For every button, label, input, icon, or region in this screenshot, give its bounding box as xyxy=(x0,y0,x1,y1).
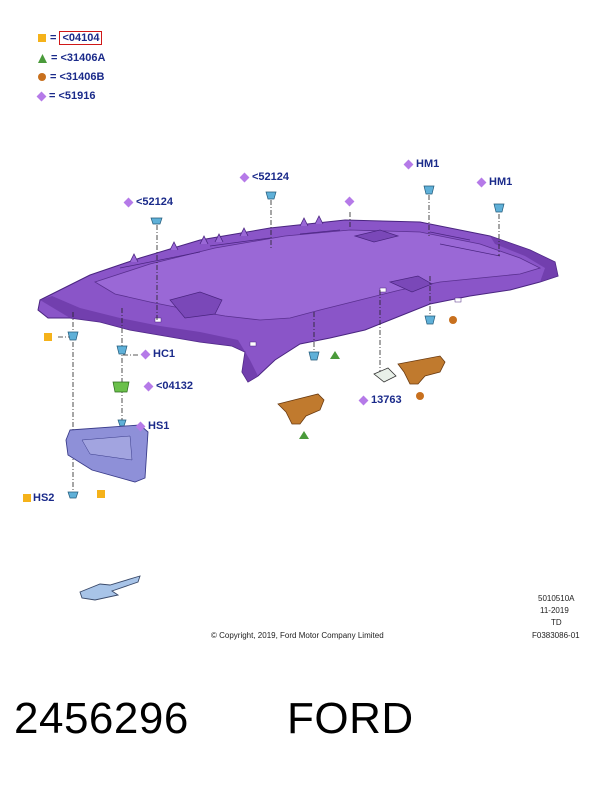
callout-hs1[interactable]: HS1 xyxy=(135,419,170,433)
brand-name: FORD xyxy=(287,694,414,743)
legend-row-diamond: = <51916 xyxy=(36,89,96,103)
legend-equals: = xyxy=(50,32,57,44)
legend-code-51916[interactable]: <51916 xyxy=(58,90,96,102)
diamond-marker-icon xyxy=(135,421,146,431)
callout-52124-top[interactable]: <52124 xyxy=(239,170,290,184)
grab-handle-left[interactable] xyxy=(277,393,325,425)
illustration-td: TD xyxy=(551,618,562,627)
square-symbol-icon xyxy=(38,34,46,42)
legend-equals: = xyxy=(51,52,58,64)
callout-label: <52124 xyxy=(136,196,174,208)
diamond-marker-icon xyxy=(123,197,134,207)
legend-code-04104[interactable]: <04104 xyxy=(59,31,103,45)
legend-equals: = xyxy=(50,71,57,83)
grab-handle-right[interactable] xyxy=(397,355,446,385)
bracket-13763[interactable] xyxy=(373,367,397,383)
callout-label: <04132 xyxy=(156,380,194,392)
legend-row-square: = <04104 xyxy=(38,31,103,45)
callout-13763[interactable]: 13763 xyxy=(358,393,402,407)
callout-hs2[interactable]: HS2 xyxy=(23,491,54,505)
callout-label: HS2 xyxy=(33,492,55,504)
diamond-marker-icon xyxy=(140,349,151,359)
callout-label: 13763 xyxy=(371,394,402,406)
diamond-marker-icon xyxy=(143,381,154,391)
leader-lines xyxy=(56,195,500,495)
callout-label: <52124 xyxy=(252,171,290,183)
illustration-code: 5010510A xyxy=(538,594,575,603)
legend-code-31406b[interactable]: <31406B xyxy=(59,71,105,83)
part-number: 2456296 xyxy=(14,694,189,743)
callout-label: HS1 xyxy=(148,420,170,432)
diamond-marker-icon xyxy=(239,172,250,182)
legend-code-31406a[interactable]: <31406A xyxy=(60,52,106,64)
callout-label: HC1 xyxy=(153,348,176,360)
headliner-panel[interactable] xyxy=(37,215,559,383)
callout-hc1[interactable]: HC1 xyxy=(140,347,176,361)
square-marker-icon xyxy=(23,494,31,502)
figure-id: F0383086-01 xyxy=(532,631,580,640)
front-direction-arrow-icon xyxy=(79,575,141,601)
callout-label: HM1 xyxy=(416,158,440,170)
legend-row-triangle: = <31406A xyxy=(38,51,105,65)
triangle-symbol-icon xyxy=(38,53,47,63)
diamond-marker-icon xyxy=(476,177,487,187)
illustration-date: 11-2019 xyxy=(540,606,569,615)
part-markers xyxy=(44,196,457,498)
callout-label: HM1 xyxy=(489,176,513,188)
legend-row-circle: = <31406B xyxy=(38,70,104,84)
callout-52124-left[interactable]: <52124 xyxy=(123,195,174,209)
diamond-marker-icon xyxy=(403,159,414,169)
circle-symbol-icon xyxy=(38,73,46,81)
copyright-text: © Copyright, 2019, Ford Motor Company Li… xyxy=(211,631,384,640)
callout-04132[interactable]: <04132 xyxy=(143,379,194,393)
diamond-marker-icon xyxy=(358,395,369,405)
callout-hm1-left[interactable]: HM1 xyxy=(403,157,440,171)
callout-hm1-right[interactable]: HM1 xyxy=(476,175,513,189)
legend-equals: = xyxy=(49,90,56,102)
